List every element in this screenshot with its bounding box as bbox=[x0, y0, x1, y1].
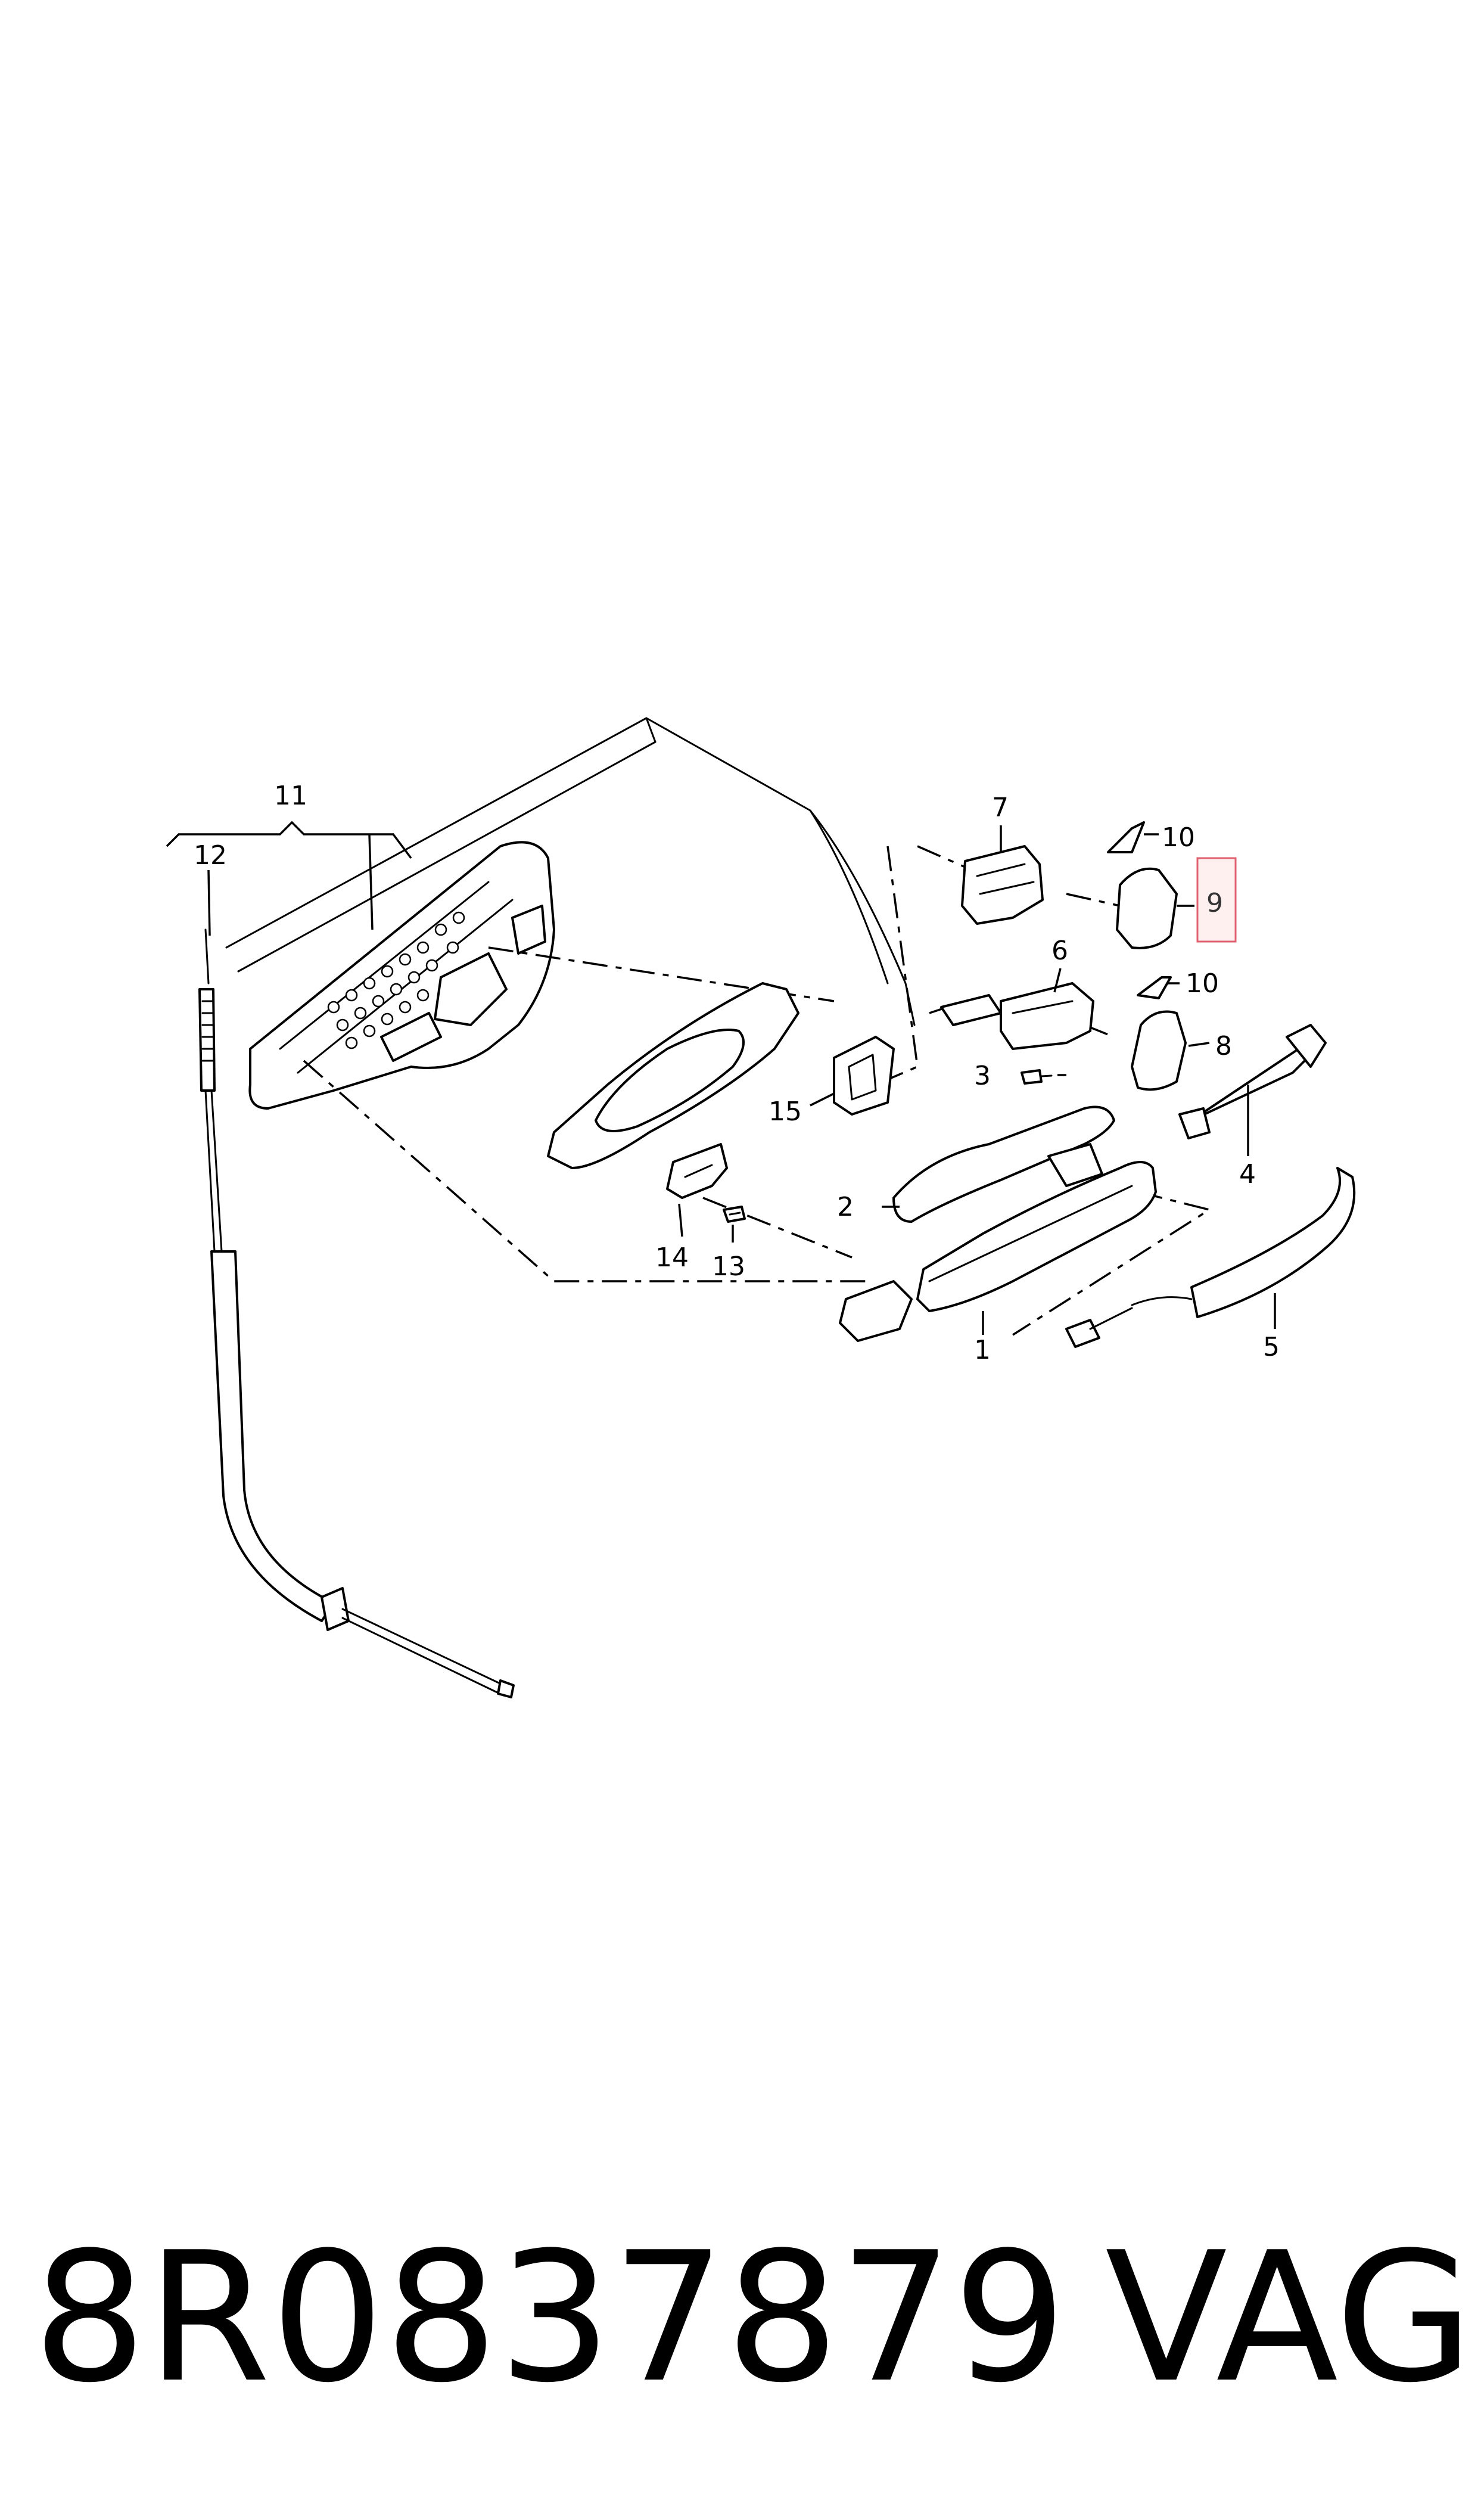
bracket-14 bbox=[666, 1143, 728, 1199]
callout-labels: 11 12 7 10 9 6 10 8 3 15 4 2 14 13 1 5 bbox=[194, 781, 1280, 1365]
screw-13 bbox=[723, 1206, 746, 1223]
callout-10-lower: 10 bbox=[1186, 968, 1219, 999]
carrier-holes bbox=[327, 911, 465, 1049]
callout-10-upper: 10 bbox=[1162, 822, 1195, 853]
callout-leaders bbox=[166, 821, 1276, 1335]
callout-8: 8 bbox=[1215, 1031, 1232, 1061]
screw-3 bbox=[1021, 1069, 1053, 1085]
callout-5: 5 bbox=[1263, 1332, 1280, 1362]
door-handle-1 bbox=[839, 1143, 1157, 1342]
lock-mechanism-6 bbox=[940, 982, 1094, 1050]
release-cable bbox=[198, 928, 515, 1698]
callout-14: 14 bbox=[655, 1243, 689, 1273]
seal-10-upper bbox=[1107, 821, 1145, 853]
callout-6: 6 bbox=[1051, 936, 1068, 966]
callout-2: 2 bbox=[837, 1192, 854, 1222]
brand-name: VAG bbox=[1105, 2214, 1474, 2422]
callout-12: 12 bbox=[194, 840, 227, 871]
seal-10-lower bbox=[1137, 976, 1172, 999]
callout-1: 1 bbox=[974, 1335, 991, 1365]
end-cap-9 bbox=[1116, 867, 1178, 949]
door-panel-outline bbox=[225, 717, 916, 1026]
callout-4: 4 bbox=[1239, 1159, 1256, 1189]
callout-9: 9 bbox=[1206, 888, 1223, 918]
lock-cylinder-7 bbox=[961, 845, 1044, 925]
handle-trim-5 bbox=[1065, 1167, 1356, 1348]
callout-13: 13 bbox=[712, 1251, 745, 1282]
highlight-box-9 bbox=[1196, 857, 1237, 943]
callout-15: 15 bbox=[769, 1097, 802, 1127]
callout-11: 11 bbox=[274, 781, 307, 811]
handle-cover-2 bbox=[892, 1105, 1115, 1223]
callout-7: 7 bbox=[992, 793, 1009, 823]
gasket-15 bbox=[833, 1036, 895, 1116]
door-lock-carrier bbox=[248, 841, 555, 1110]
handle-seal bbox=[547, 982, 799, 1169]
end-cap-8 bbox=[1131, 1010, 1187, 1091]
part-number: 8R0837879 bbox=[33, 2214, 1067, 2422]
trim-strip-4 bbox=[1178, 1024, 1327, 1139]
callout-3: 3 bbox=[974, 1061, 991, 1091]
